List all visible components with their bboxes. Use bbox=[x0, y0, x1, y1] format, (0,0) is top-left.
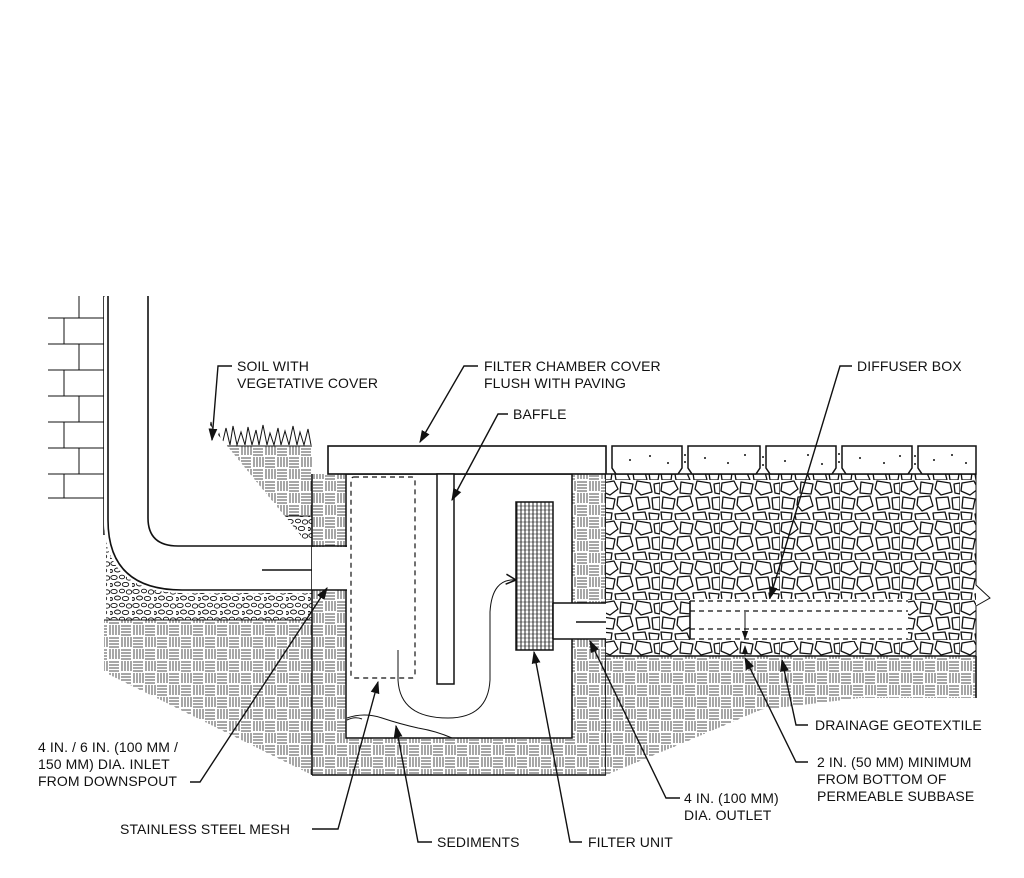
label-outlet: 4 IN. (100 MM) DIA. OUTLET bbox=[684, 790, 783, 823]
filter-unit bbox=[515, 501, 554, 651]
label-minimum-distance: 2 IN. (50 MM) MINIMUM FROM BOTTOM OF PER… bbox=[817, 754, 976, 804]
label-sediments: SEDIMENTS bbox=[437, 834, 520, 850]
label-diffuser-box: DIFFUSER BOX bbox=[857, 358, 962, 374]
brick-wall bbox=[48, 296, 105, 535]
filter-chamber-cover bbox=[327, 445, 607, 475]
filter-chamber bbox=[311, 445, 607, 776]
permeable-paving bbox=[606, 445, 991, 775]
label-soil: SOIL WITH VEGETATIVE COVER bbox=[237, 358, 378, 391]
label-inlet: 4 IN. / 6 IN. (100 MM / 150 MM) DIA. INL… bbox=[38, 739, 182, 789]
label-drainage-geotextile: DRAINAGE GEOTEXTILE bbox=[815, 717, 982, 733]
callout-labels: SOIL WITH VEGETATIVE COVER FILTER CHAMBE… bbox=[38, 358, 982, 850]
label-stainless-steel-mesh: STAINLESS STEEL MESH bbox=[120, 821, 290, 837]
baffle bbox=[436, 473, 455, 685]
sediments bbox=[346, 714, 453, 739]
pavers bbox=[611, 445, 977, 475]
label-baffle: BAFFLE bbox=[513, 406, 567, 422]
leader-lines bbox=[190, 365, 852, 843]
flow-under-baffle bbox=[397, 580, 516, 719]
label-chamber-cover: FILTER CHAMBER COVER FLUSH WITH PAVING bbox=[484, 358, 665, 391]
label-filter-unit: FILTER UNIT bbox=[588, 834, 673, 850]
stainless-steel-mesh bbox=[350, 476, 416, 679]
